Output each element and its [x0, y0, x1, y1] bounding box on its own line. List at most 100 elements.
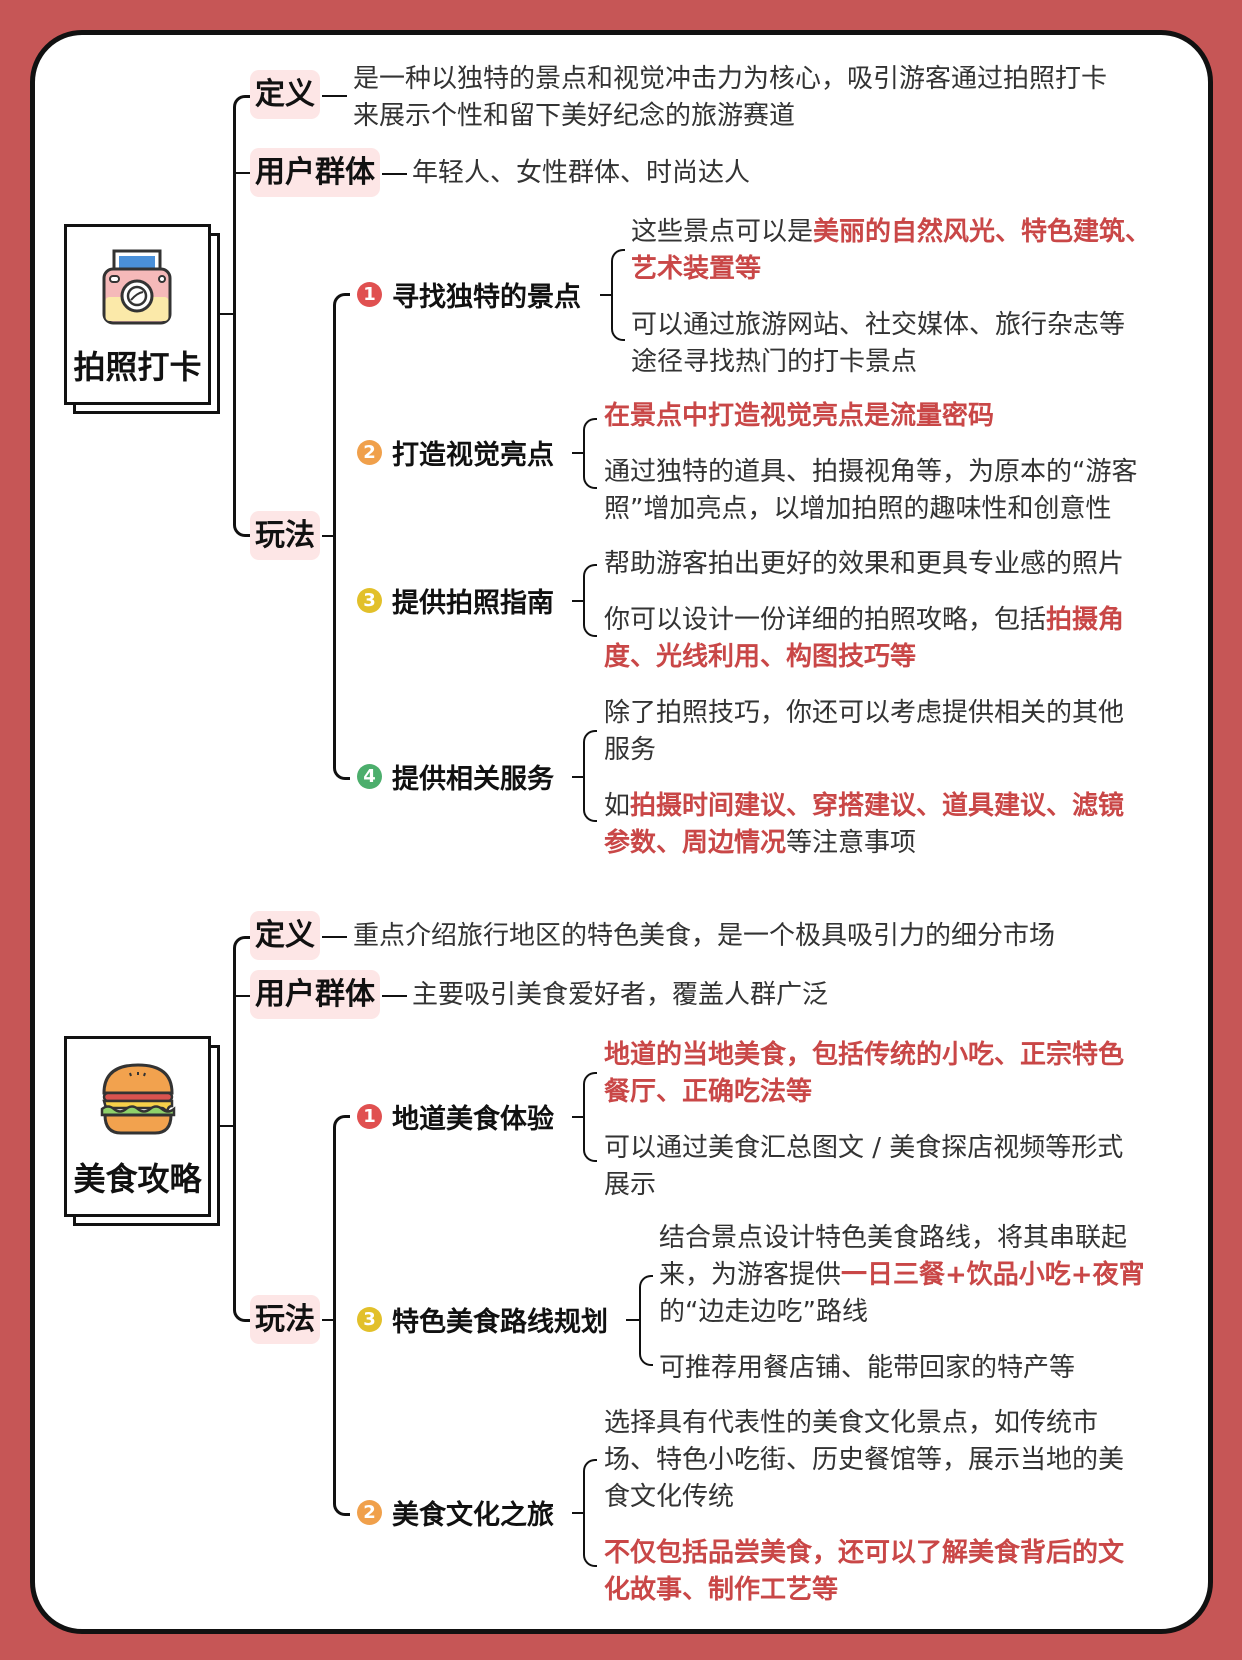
- note-line: 选择具有代表性的美食文化景点，如传统市: [604, 1405, 1124, 1442]
- root-title: 拍照打卡: [73, 348, 202, 386]
- connector: [333, 1127, 336, 1502]
- note-text: 场、特色小吃街、历史餐馆等，展示当地的美: [604, 1445, 1125, 1475]
- note-line: 可以通过旅游网站、社交媒体、旅行杂志等: [631, 307, 1151, 344]
- note: 在景点中打造视觉亮点是流量密码: [604, 398, 1137, 435]
- note: 你可以设计一份详细的拍照攻略，包括拍摄角度、光线利用、构图技巧等: [604, 602, 1124, 676]
- root-node-photo: 拍照打卡: [64, 224, 220, 414]
- note: 结合景点设计特色美食路线，将其串联起来，为游客提供一日三餐+饮品小吃+夜宵的“边…: [659, 1220, 1145, 1331]
- root-title: 美食攻略: [73, 1160, 202, 1198]
- note-line: 度、光线利用、构图技巧等: [604, 639, 1124, 676]
- note-text: 通过独特的道具、拍摄视角等，为原本的“游客: [604, 457, 1138, 487]
- note-line: 帮助游客拍出更好的效果和更具专业感的照片: [604, 546, 1124, 583]
- note-text: 可以通过美食汇总图文 / 美食探店视频等形式: [604, 1133, 1124, 1163]
- note-text: 的“边走边吃”路线: [659, 1297, 868, 1327]
- note: 通过独特的道具、拍摄视角等，为原本的“游客照”增加亮点，以增加拍照的趣味性和创意…: [604, 454, 1137, 528]
- connector: [322, 936, 347, 938]
- note-text: 这些景点可以是: [631, 217, 814, 247]
- note-text: 食文化传统: [604, 1482, 735, 1512]
- note-text: 选择具有代表性的美食文化景点，如传统市: [604, 1408, 1099, 1438]
- connector: [572, 1116, 583, 1118]
- bracket: [583, 1072, 597, 1162]
- connector: [626, 1319, 639, 1321]
- connector: [236, 995, 250, 997]
- note-text: 服务: [604, 735, 657, 765]
- note: 帮助游客拍出更好的效果和更具专业感的照片: [604, 546, 1124, 583]
- bracket: [583, 564, 597, 637]
- note-line: 展示: [604, 1167, 1124, 1204]
- connector: [572, 452, 583, 454]
- notes: 地道的当地美食，包括传统的小吃、正宗特色餐厅、正确吃法等可以通过美食汇总图文 /…: [604, 1037, 1124, 1204]
- note-text: 帮助游客拍出更好的效果和更具专业感的照片: [604, 549, 1125, 579]
- note-text: 展示: [604, 1170, 657, 1200]
- note-line: 在景点中打造视觉亮点是流量密码: [604, 398, 1137, 435]
- note-line: 这些景点可以是美丽的自然风光、特色建筑、: [631, 214, 1151, 251]
- item-label: 提供拍照指南: [392, 587, 554, 619]
- item-label: 地道美食体验: [392, 1103, 554, 1135]
- note-line: 艺术装置等: [631, 251, 1151, 288]
- note: 可以通过美食汇总图文 / 美食探店视频等形式展示: [604, 1130, 1124, 1204]
- highlight-text: 餐厅、正确吃法等: [604, 1077, 813, 1107]
- bracket: [639, 1275, 653, 1366]
- note-line: 化故事、制作工艺等: [604, 1572, 1124, 1609]
- connector: [572, 1512, 583, 1514]
- note-line: 你可以设计一份详细的拍照攻略，包括拍摄角: [604, 602, 1124, 639]
- note-line: 场、特色小吃街、历史餐馆等，展示当地的美: [604, 1442, 1124, 1479]
- note-text: 照”增加亮点，以增加拍照的趣味性和创意性: [604, 494, 1112, 524]
- definition-tag: 定义: [250, 911, 320, 960]
- number-badge: 1: [357, 1103, 382, 1129]
- bracket: [611, 249, 625, 341]
- connector: [322, 95, 347, 97]
- note: 除了拍照技巧，你还可以考虑提供相关的其他服务: [604, 695, 1124, 769]
- item-label: 特色美食路线规划: [392, 1306, 608, 1338]
- connector: [217, 1125, 234, 1127]
- definition-text: 重点介绍旅行地区的特色美食，是一个极具吸引力的细分市场: [353, 918, 1055, 955]
- note: 选择具有代表性的美食文化景点，如传统市场、特色小吃街、历史餐馆等，展示当地的美食…: [604, 1405, 1124, 1516]
- note-line: 除了拍照技巧，你还可以考虑提供相关的其他: [604, 695, 1124, 732]
- bracket: [583, 418, 597, 489]
- highlight-text: 不仅包括品尝美食，还可以了解美食背后的文: [604, 1538, 1125, 1568]
- connector: [217, 313, 234, 315]
- highlight-text: 参数、周边情况: [604, 828, 787, 858]
- connector: [333, 305, 336, 765]
- note-line: 服务: [604, 732, 1124, 769]
- connector: [572, 776, 583, 778]
- item-label: 提供相关服务: [392, 763, 554, 795]
- note: 可以通过旅游网站、社交媒体、旅行杂志等途径寻找热门的打卡景点: [631, 307, 1151, 381]
- connector: [333, 293, 350, 310]
- play-item-1: 1 地道美食体验: [357, 1101, 554, 1135]
- note-line: 可推荐用餐店铺、能带回家的特产等: [659, 1350, 1145, 1387]
- connector: [333, 763, 350, 780]
- connector: [382, 995, 407, 997]
- definition-tag: 定义: [250, 70, 320, 119]
- note-text: 等注意事项: [786, 828, 917, 858]
- text-line: 来展示个性和留下美好纪念的旅游赛道: [353, 101, 796, 131]
- note-text: 可推荐用餐店铺、能带回家的特产等: [659, 1353, 1076, 1383]
- connector: [233, 1305, 250, 1322]
- note-line: 照”增加亮点，以增加拍照的趣味性和创意性: [604, 491, 1137, 528]
- users-text: 年轻人、女性群体、时尚达人: [412, 158, 751, 188]
- note-line: 餐厅、正确吃法等: [604, 1074, 1124, 1111]
- bracket: [583, 1459, 597, 1567]
- connector: [322, 1319, 334, 1321]
- highlight-text: 在景点中打造视觉亮点是流量密码: [604, 401, 995, 431]
- note: 这些景点可以是美丽的自然风光、特色建筑、艺术装置等: [631, 214, 1151, 288]
- note-line: 可以通过美食汇总图文 / 美食探店视频等形式: [604, 1130, 1124, 1167]
- connector: [333, 1115, 350, 1132]
- bracket: [583, 730, 597, 822]
- item-label: 打造视觉亮点: [392, 439, 554, 471]
- connector: [233, 520, 250, 537]
- connector: [233, 936, 250, 953]
- note-line: 不仅包括品尝美食，还可以了解美食背后的文: [604, 1535, 1124, 1572]
- root-node-food: 美食攻略: [64, 1036, 220, 1226]
- highlight-text: 化故事、制作工艺等: [604, 1575, 839, 1605]
- note: 地道的当地美食，包括传统的小吃、正宗特色餐厅、正确吃法等: [604, 1037, 1124, 1111]
- note-text: 可以通过旅游网站、社交媒体、旅行杂志等: [631, 310, 1126, 340]
- notes: 这些景点可以是美丽的自然风光、特色建筑、艺术装置等可以通过旅游网站、社交媒体、旅…: [631, 214, 1151, 381]
- connector: [333, 1499, 350, 1516]
- highlight-text: 拍摄角: [1046, 605, 1125, 635]
